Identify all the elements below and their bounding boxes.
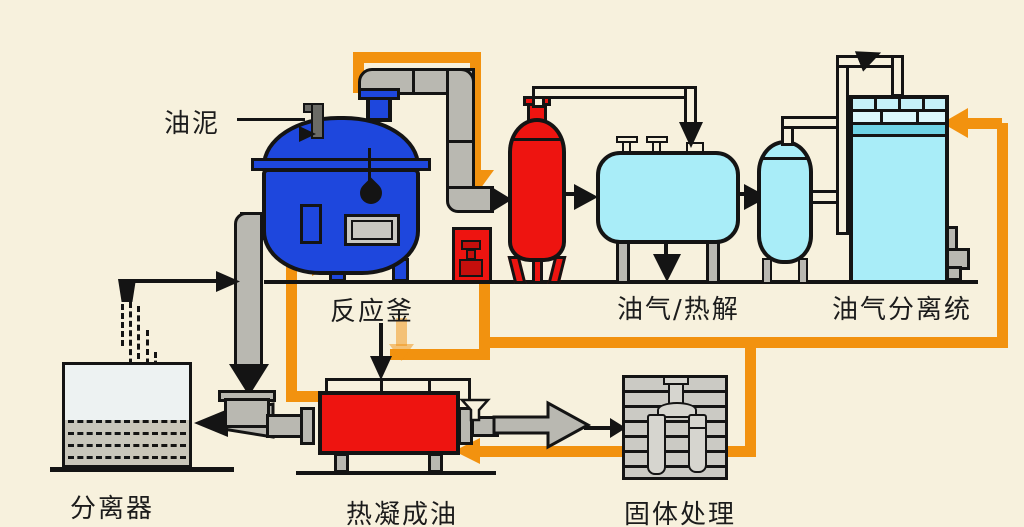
orange-pipe-segment xyxy=(286,391,320,402)
vessel-leg xyxy=(762,258,772,284)
orange-pipe-segment xyxy=(479,337,1008,348)
junction-body xyxy=(224,398,270,428)
arrow-into-tank-icon xyxy=(574,184,598,210)
tank-top-row2 xyxy=(853,112,945,125)
arrow-line xyxy=(566,192,576,196)
tank-grid-divider xyxy=(874,99,877,112)
tank-leg xyxy=(616,240,630,284)
arrow-line xyxy=(664,244,668,258)
pipe-segment xyxy=(446,186,494,213)
reactor-body xyxy=(262,168,420,275)
tank-grid-divider xyxy=(880,112,883,125)
arrow-into-separator-icon xyxy=(194,409,228,437)
arrow-line xyxy=(584,426,614,430)
manifold-riser xyxy=(380,378,383,394)
orange-pipe-segment xyxy=(353,52,481,63)
agitator-shaft xyxy=(368,148,371,188)
tank-leg xyxy=(706,240,720,284)
tank-valve-cap xyxy=(616,136,638,143)
arrow-into-condenser-icon xyxy=(370,356,392,380)
manifold-riser xyxy=(428,378,431,394)
tank-grid-divider xyxy=(922,99,925,112)
liquid-dash-row xyxy=(68,432,186,444)
pipe-segment xyxy=(836,55,849,235)
bottle-band xyxy=(690,427,705,429)
label-gas-separation: 油气分离统 xyxy=(832,295,973,325)
droplet-stream xyxy=(137,306,140,406)
manifold-riser xyxy=(325,378,328,394)
feed-label-pointer-line xyxy=(237,118,305,121)
liquid-dash-row xyxy=(68,444,186,456)
manifold-riser xyxy=(468,378,471,406)
tank-grid-divider xyxy=(898,99,901,112)
condenser-base-line xyxy=(296,471,496,475)
pipe-segment xyxy=(532,86,697,99)
pipe-segment xyxy=(234,212,263,368)
reactor-left-flange xyxy=(300,204,322,244)
vessel-seam xyxy=(762,157,808,160)
droplet-stream xyxy=(121,304,124,346)
funnel-fitting xyxy=(459,398,491,422)
pipe-joint-line xyxy=(448,140,473,143)
burner-base xyxy=(459,259,483,277)
orange-pipe-segment xyxy=(966,118,1002,129)
solids-shoulder xyxy=(657,402,697,418)
label-reactor: 反应釜 xyxy=(330,297,415,327)
label-solid-treatment: 固体处理 xyxy=(624,500,737,527)
condenser-body xyxy=(318,391,460,455)
label-feed: 油泥 xyxy=(164,109,221,139)
reactor-top-flange xyxy=(358,88,400,100)
pyrolysis-tank-body xyxy=(596,151,740,244)
solids-bottle xyxy=(647,414,666,475)
orange-pipe-segment xyxy=(286,258,297,397)
big-flow-arrow xyxy=(492,400,592,450)
tank-grid-divider xyxy=(916,112,919,125)
tank-dark-band xyxy=(853,125,945,137)
vessel-leg xyxy=(798,258,808,284)
pipe-segment xyxy=(446,68,475,192)
arrow-line xyxy=(379,323,383,359)
spout-elbow xyxy=(118,279,136,302)
droplet-stream xyxy=(129,302,132,374)
feed-elbow-pipe xyxy=(311,103,324,139)
red-vessel-seam xyxy=(513,138,561,141)
manifold-bar xyxy=(325,378,471,381)
tank-valve-cap xyxy=(646,136,668,143)
liquid-dash-row xyxy=(68,468,186,480)
condenser-leg xyxy=(428,453,443,473)
spout-line xyxy=(128,279,220,283)
separator-liquid xyxy=(65,420,189,471)
pipe-joint-line xyxy=(412,70,415,93)
liquid-dash-row xyxy=(68,456,186,468)
orange-pipe-segment xyxy=(479,283,490,355)
label-separator: 分离器 xyxy=(70,494,155,524)
reactor-sight-window-inner xyxy=(351,220,393,240)
liquid-dash-row xyxy=(68,420,186,432)
arrow-tank-drain-icon xyxy=(653,254,681,282)
pipe-segment xyxy=(684,86,697,126)
orange-pipe-segment xyxy=(997,123,1008,348)
label-pyrolysis: 油气/热解 xyxy=(617,295,740,325)
orange-pipe-segment xyxy=(470,52,481,174)
orange-pipe-segment xyxy=(745,342,756,454)
orange-faint-arrow-shaft xyxy=(396,318,407,346)
orange-pipe-segment xyxy=(478,446,756,457)
pipe-segment xyxy=(891,55,904,97)
orange-pipe-segment xyxy=(390,349,490,360)
label-condenser: 热凝成油 xyxy=(346,500,459,527)
pipe-flange xyxy=(300,407,315,445)
solids-bottle xyxy=(688,414,707,473)
red-vessel-body xyxy=(508,118,566,262)
condenser-leg xyxy=(334,453,349,473)
